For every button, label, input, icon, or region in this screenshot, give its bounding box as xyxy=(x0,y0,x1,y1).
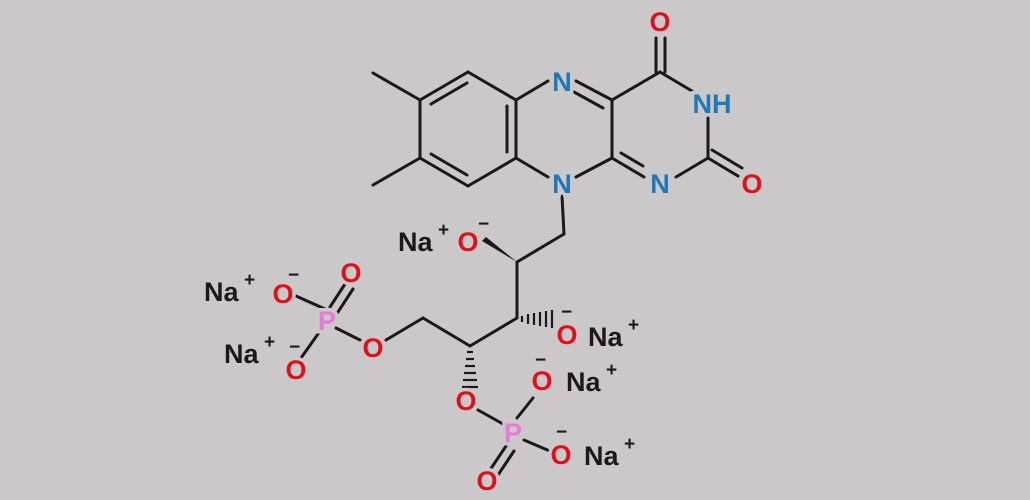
bond-o4-p2 xyxy=(476,408,505,426)
na-1-label: Na xyxy=(398,227,433,257)
bond-p1-o-dbl-2 xyxy=(336,287,355,314)
na-4-charge: + xyxy=(264,332,275,353)
bonds xyxy=(294,36,744,477)
o-p1-a-label: O xyxy=(272,279,293,309)
o-p1-c-charge: − xyxy=(289,337,300,358)
hash-c3-o xyxy=(520,310,554,328)
bond-pym-1 xyxy=(610,70,662,102)
na-4-label: Na xyxy=(224,339,259,369)
bond-n10-c1 xyxy=(560,194,566,236)
bond-pyr-2-inner xyxy=(572,90,605,110)
bond-p1-o-top xyxy=(294,294,327,311)
na-1-charge: + xyxy=(438,220,449,241)
o-minus-3-label: O xyxy=(556,320,577,350)
bond-p2-o-right xyxy=(522,438,554,454)
o-p2-c-label: O xyxy=(550,440,571,470)
bond-p1-o-bot xyxy=(299,332,320,360)
stereo-bonds xyxy=(462,237,554,389)
bond-c2-o-2 xyxy=(710,148,744,170)
o-p2-a-label: O xyxy=(531,366,552,396)
o-p2-b-label: O xyxy=(476,466,497,496)
bond-methyl-top xyxy=(371,71,422,102)
bond-pyr-1 xyxy=(514,79,550,102)
bond-benz-1-inner xyxy=(429,81,469,106)
bond-pyr-4 xyxy=(574,156,614,179)
o-minus-2-charge: − xyxy=(478,214,489,235)
bond-benz-5 xyxy=(418,156,470,188)
na-3-label: Na xyxy=(204,277,239,307)
o-p2-a-charge: − xyxy=(535,350,546,371)
o-p2-c-charge: − xyxy=(556,422,567,443)
bond-pym-2 xyxy=(658,70,694,93)
na-5-charge: + xyxy=(606,360,617,381)
nh-label: NH xyxy=(693,89,732,119)
o-p1-b-label: O xyxy=(340,258,361,288)
bond-benz-1 xyxy=(418,70,470,102)
o-minus-2-label: O xyxy=(457,227,478,257)
na-6-charge: + xyxy=(624,434,635,455)
bond-methyl-bottom xyxy=(371,156,422,187)
bond-pym-4 xyxy=(674,156,710,179)
n1-label: N xyxy=(650,169,670,199)
bond-p2-o-dbl xyxy=(488,444,508,472)
o-p1-c-label: O xyxy=(285,355,306,385)
na-6-label: Na xyxy=(584,441,619,471)
o-ester-5-label: O xyxy=(362,333,383,363)
bond-p2-o-dbl-2 xyxy=(496,449,516,477)
na-2-label: Na xyxy=(588,322,623,352)
o-minus-3-charge: − xyxy=(561,302,572,323)
o2-label: O xyxy=(741,169,762,199)
bond-c1-c2 xyxy=(515,232,566,264)
bond-p1-o-dbl xyxy=(328,282,347,309)
bond-c2-o xyxy=(706,156,740,178)
bond-c3-c4 xyxy=(468,316,519,348)
o4-label: O xyxy=(649,7,670,37)
bond-c4-c5 xyxy=(421,316,472,348)
bond-pyr-2 xyxy=(574,79,614,102)
n5-label: N xyxy=(552,67,572,97)
bond-p2-o-top xyxy=(515,396,535,420)
bond-benz-2 xyxy=(466,70,518,102)
bond-o-p1 xyxy=(334,326,362,342)
o-ester-4-label: O xyxy=(455,386,476,416)
bond-benz-4 xyxy=(466,156,518,188)
p2-label: P xyxy=(504,418,522,448)
wedge-c2-o xyxy=(482,237,517,262)
bond-benz-5-inner xyxy=(429,152,469,177)
bond-pyr-5 xyxy=(514,156,550,179)
na-3-charge: + xyxy=(244,270,255,291)
na-2-charge: + xyxy=(628,315,639,336)
n10-label: N xyxy=(552,169,572,199)
p1-label: P xyxy=(318,306,336,336)
o-p1-a-charge: − xyxy=(288,265,299,286)
atom-labels: N NH N N O O Na + O − O − Na + Na + O − … xyxy=(204,4,766,500)
bond-pym-5 xyxy=(610,156,646,179)
bond-pym-5-inner xyxy=(619,151,645,168)
bond-c5-o xyxy=(384,316,425,342)
na-5-label: Na xyxy=(566,367,601,397)
hash-c4-o xyxy=(462,350,478,389)
